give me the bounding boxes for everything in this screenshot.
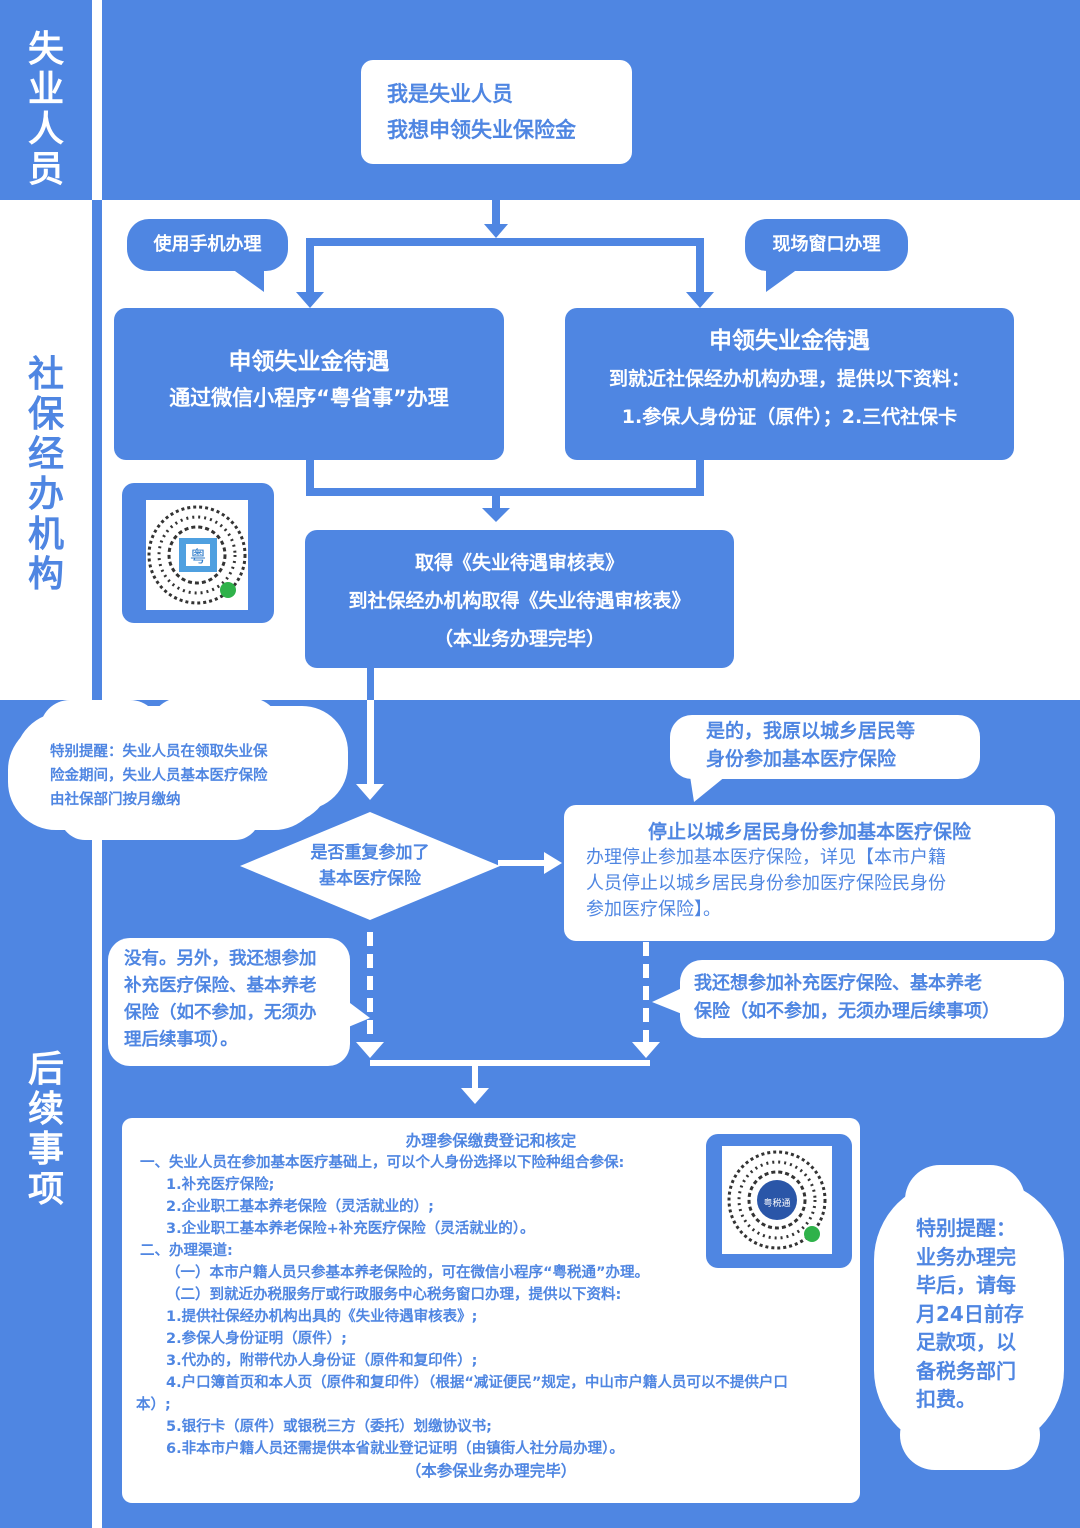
reminder-cloud-right-text: 特别提醒： 业务办理完 毕后，请每 月24日前存 足款项，以 备税务部门 扣费。 bbox=[916, 1216, 1024, 1411]
mobile-apply-box: 申领失业金待遇 通过微信小程序“粤省事”办理 bbox=[114, 308, 504, 460]
qr-pattern-icon: 粤 bbox=[147, 505, 247, 605]
reminder-cloud-left-puff3 bbox=[60, 790, 260, 840]
reminder-cloud-right-puff1 bbox=[905, 1165, 1025, 1235]
svg-text:粤: 粤 bbox=[190, 547, 206, 566]
qr-pattern-icon: 粤税通 bbox=[727, 1150, 827, 1250]
bubble-no: 没有。另外，我还想参加 补充医疗保险、基本养老 保险（如不参加，无须办 理后续事… bbox=[108, 938, 350, 1066]
window-apply-box: 申领失业金待遇 到就近社保经办机构办理，提供以下资料： 1.参保人身份证（原件）… bbox=[565, 308, 1014, 460]
bubble-mobile: 使用手机办理 bbox=[127, 219, 288, 271]
start-box: 我是失业人员 我想申领失业保险金 bbox=[361, 60, 632, 164]
reminder-cloud-left-puff2 bbox=[150, 698, 280, 758]
reminder-cloud-left-puff1 bbox=[40, 700, 160, 760]
svg-text:粤税通: 粤税通 bbox=[763, 1197, 790, 1209]
bubble-window: 现场窗口办理 bbox=[745, 219, 908, 271]
reminder-cloud-left-text: 特别提醒：失业人员在领取失业保 险金期间，失业人员基本医疗保险 由社保部门按月缴… bbox=[50, 744, 268, 808]
duplicate-insurance-decision: 是否重复参加了 基本医疗保险 bbox=[310, 843, 430, 889]
lane-divider-middle bbox=[92, 200, 102, 700]
bubble-mobile-tail bbox=[228, 266, 264, 292]
bubble-window-tail bbox=[766, 266, 802, 292]
qr-code-yueshuitong[interactable]: 粤税通 bbox=[722, 1146, 832, 1254]
qr-code-yueshengshi[interactable]: 粤 bbox=[146, 500, 248, 610]
lane-label-social-security-agency: 社 保 经 办 机 构 bbox=[27, 354, 64, 595]
audit-form-box: 取得《失业待遇审核表》 到社保经办机构取得《失业待遇审核表》 （本业务办理完毕） bbox=[305, 530, 734, 668]
bubble-no-tail bbox=[346, 1000, 370, 1028]
lane-label-follow-up: 后 续 事 项 bbox=[27, 1049, 64, 1210]
bubble-yes-tail bbox=[690, 776, 726, 802]
bubble-yes: 是的，我原以城乡居民等 身份参加基本医疗保险 bbox=[670, 715, 980, 779]
reminder-cloud-right-puff2 bbox=[900, 1400, 1040, 1470]
bubble-also-tail bbox=[652, 988, 682, 1014]
stop-resident-insurance-box: 停止以城乡居民身份参加基本医疗保险 办理停止参加基本医疗保险，详见【本市户籍 人… bbox=[564, 805, 1055, 941]
lane-label-unemployed: 失 业 人 员 bbox=[27, 29, 64, 190]
bubble-also: 我还想参加补充医疗保险、基本养老 保险（如不参加，无须办理后续事项） bbox=[680, 960, 1064, 1038]
